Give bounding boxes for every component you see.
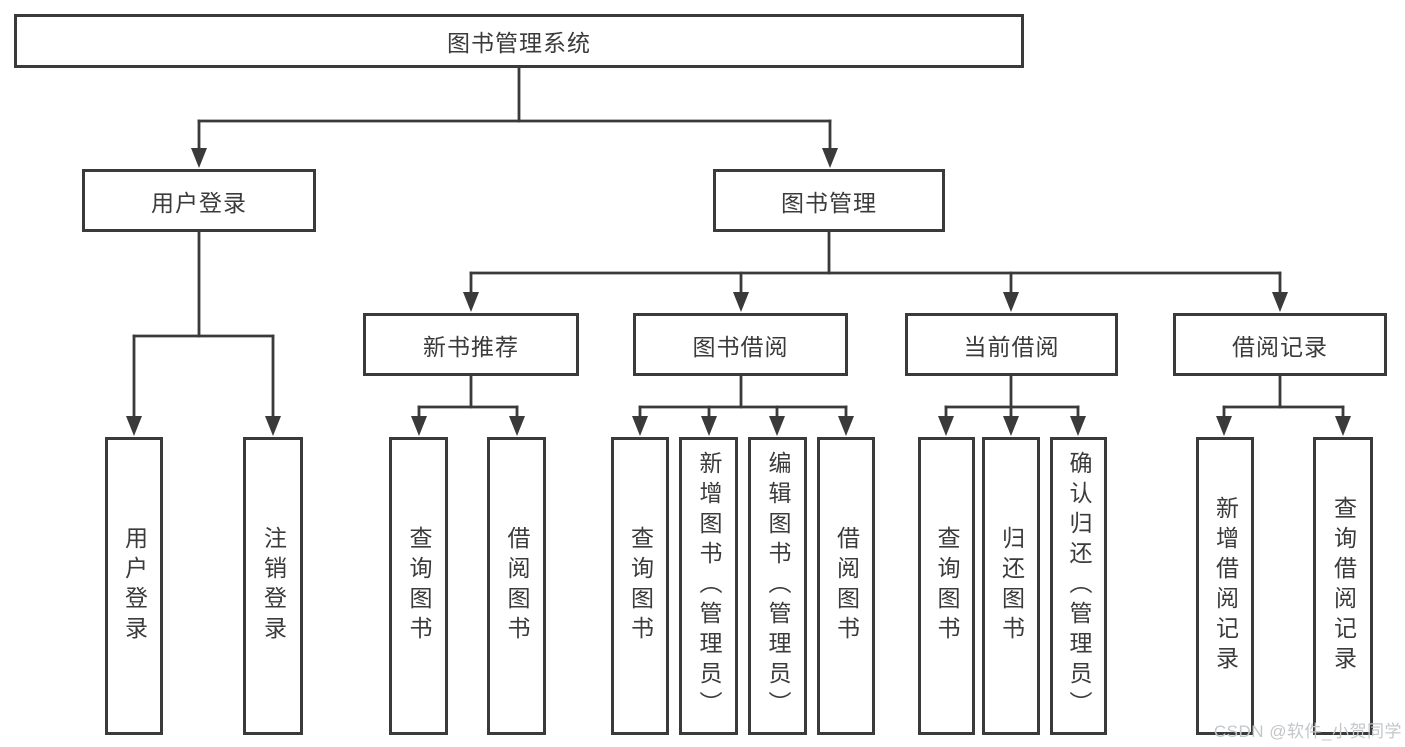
node-new-book-recommend: 新书推荐 (363, 313, 579, 376)
node-library-system: 图书管理系统 (14, 14, 1024, 68)
node-user-login: 用户登录 (82, 169, 316, 232)
node-user-login-label: 用户登录 (151, 189, 247, 216)
node-book-borrowing-label: 图书借阅 (692, 333, 789, 360)
leaf-current-query-books: 查询图书 (918, 437, 975, 735)
leaf-borrowing-borrow-books: 借阅图书 (817, 437, 875, 735)
node-book-management-label: 图书管理 (781, 189, 877, 216)
leaf-borrowing-add-books-admin: 新增图书（管理员） (679, 437, 738, 735)
node-borrow-records: 借阅记录 (1173, 313, 1387, 376)
leaf-recommend-query-books: 查询图书 (389, 437, 448, 735)
leaf-borrowing-query-books: 查询图书 (611, 437, 669, 735)
node-new-book-recommend-label: 新书推荐 (423, 333, 519, 360)
node-borrow-records-label: 借阅记录 (1232, 333, 1328, 360)
node-current-borrowing-label: 当前借阅 (963, 333, 1060, 360)
leaf-current-return-books: 归还图书 (982, 437, 1040, 735)
leaf-records-query-record: 查询借阅记录 (1313, 437, 1373, 735)
csdn-watermark: CSDN @软件_小贺同学 (1213, 722, 1402, 741)
leaf-current-confirm-return-admin: 确认归还（管理员） (1050, 437, 1107, 735)
node-book-management: 图书管理 (713, 169, 945, 232)
leaf-borrowing-edit-books-admin: 编辑图书（管理员） (748, 437, 807, 735)
node-library-system-label: 图书管理系统 (447, 30, 591, 56)
leaf-logout: 注销登录 (243, 437, 303, 735)
leaf-records-add-record: 新增借阅记录 (1196, 437, 1254, 735)
node-current-borrowing: 当前借阅 (905, 313, 1118, 376)
node-book-borrowing: 图书借阅 (633, 313, 848, 376)
leaf-recommend-borrow-books: 借阅图书 (487, 437, 546, 735)
leaf-user-login: 用户登录 (105, 437, 163, 735)
